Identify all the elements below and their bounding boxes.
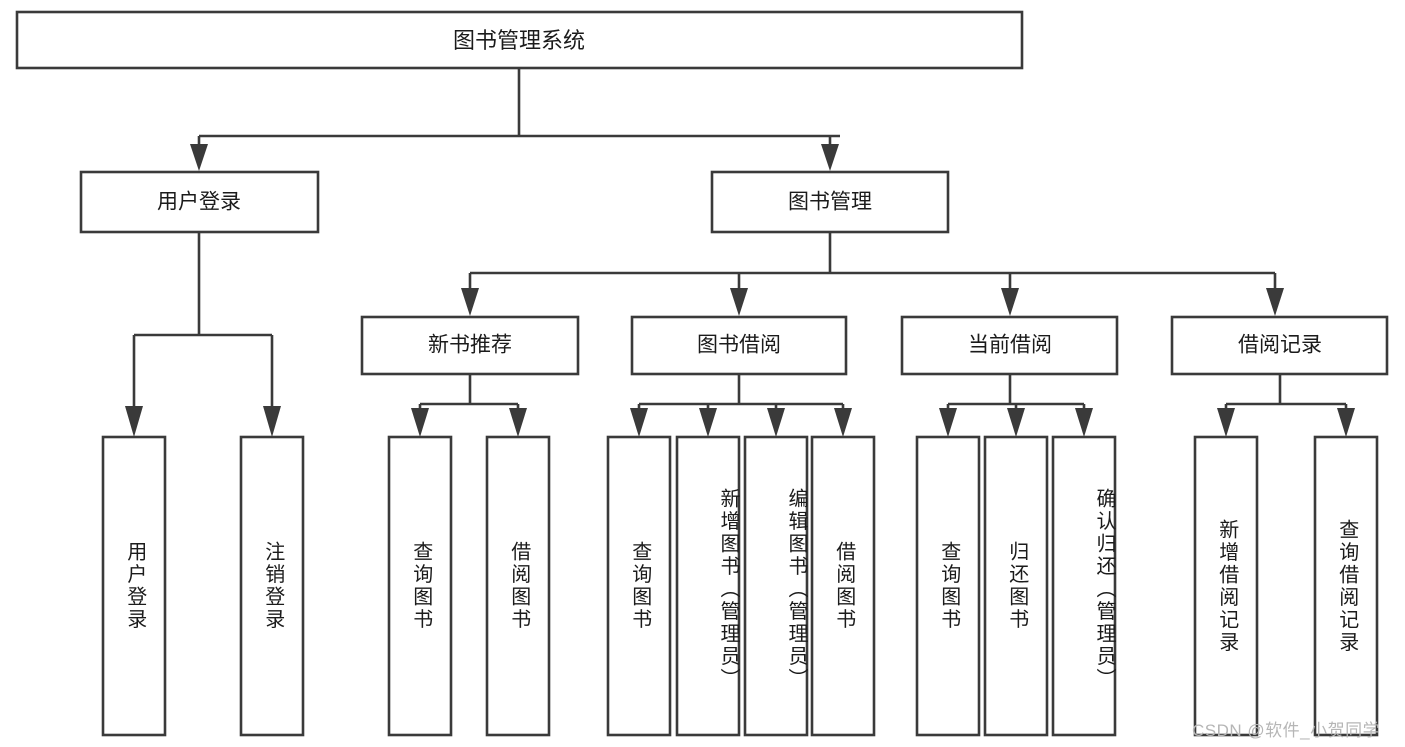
leaf-edit-book-box[interactable] [743,435,809,737]
node-current-borrow-label: 当前借阅 [968,334,1052,357]
leaf-query-book-2-box[interactable] [606,435,672,737]
leaf-borrow-book-2-box[interactable] [810,435,876,737]
leaf-add-book-box[interactable] [675,435,741,737]
node-user-login-box [79,170,320,234]
node-root[interactable]: 图书管理系统 [15,10,1024,70]
arrow-to-book-borrow [730,288,748,316]
node-new-book-recommend[interactable]: 新书推荐 [360,315,580,376]
arrow-to-book-manage [821,144,839,171]
arrow-to-current-borrow [1001,288,1019,316]
connector-book-manage-to-level3 [461,232,1284,316]
node-user-login[interactable]: 用户登录 [79,170,320,234]
node-current-borrow[interactable]: 当前借阅 [900,315,1119,376]
arrow-to-borrow-record [1266,288,1284,316]
leaf-query-record-box[interactable] [1313,435,1379,737]
leaf-query-book-3-box[interactable] [915,435,981,737]
connector-current-borrow-to-leaves [939,374,1093,437]
connector-root-to-level2 [190,68,840,171]
leaf-logout-box[interactable] [239,435,305,737]
node-book-manage[interactable]: 图书管理 [710,170,950,234]
node-borrow-record[interactable]: 借阅记录 [1170,315,1389,376]
leaf-borrow-book-1-box[interactable] [485,435,551,737]
leaf-return-book-box[interactable] [983,435,1049,737]
node-root-label: 图书管理系统 [453,28,585,53]
connector-borrow-record-to-leaves [1217,374,1355,437]
node-book-borrow-label: 图书借阅 [697,334,781,357]
leaf-add-record-box[interactable] [1193,435,1259,737]
node-user-login-label: 用户登录 [157,191,241,214]
arrow-to-new-book-recommend [461,288,479,316]
arrow-to-leaf-logout [263,406,281,437]
connector-book-borrow-to-leaves [630,374,852,437]
node-new-book-recommend-box [360,315,580,376]
node-book-manage-label: 图书管理 [788,191,872,214]
node-book-borrow[interactable]: 图书借阅 [630,315,848,376]
leaf-query-book-1-box[interactable] [387,435,453,737]
connector-user-login-to-leaves [125,232,281,437]
connector-new-book-recommend-to-leaves [411,374,527,437]
leaf-boxes [101,435,1379,737]
arrow-to-user-login [190,144,208,171]
arrow-to-leaf-user-login [125,406,143,437]
node-new-book-recommend-label: 新书推荐 [428,334,512,357]
node-borrow-record-label: 借阅记录 [1238,334,1322,357]
node-current-borrow-box [900,315,1119,376]
leaf-confirm-return-box[interactable] [1051,435,1117,737]
watermark: CSDN @软件_小贺同学 [1192,721,1381,740]
leaf-user-login-box[interactable] [101,435,167,737]
node-root-box [15,10,1024,70]
